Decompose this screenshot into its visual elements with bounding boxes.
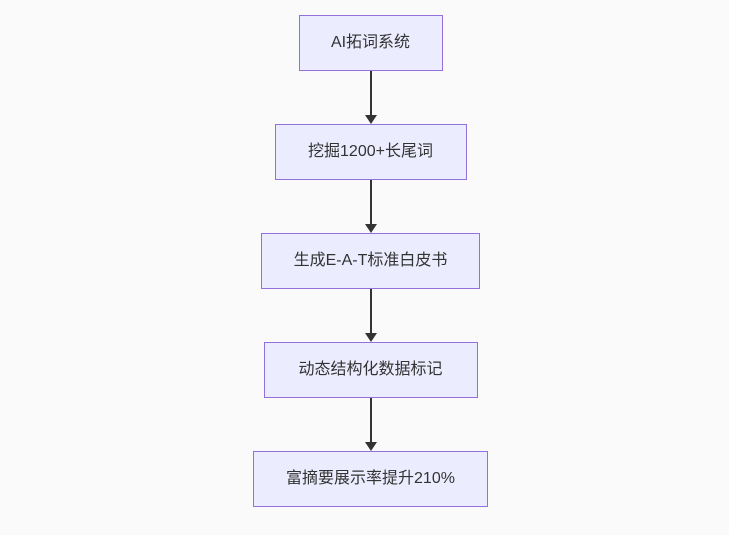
down-arrow-icon bbox=[364, 289, 378, 342]
arrow-line bbox=[369, 180, 372, 225]
down-arrow-icon bbox=[364, 180, 378, 233]
node-label: 动态结构化数据标记 bbox=[298, 361, 443, 378]
arrow-line bbox=[369, 289, 372, 334]
node-label: 挖掘1200+长尾词 bbox=[308, 143, 433, 160]
arrow-head-icon bbox=[364, 224, 377, 233]
flow-node-ai-expansion-system: AI拓词系统 bbox=[298, 15, 443, 71]
down-arrow-icon bbox=[364, 398, 378, 451]
arrow-line bbox=[369, 71, 372, 116]
node-label: 生成E-A-T标准白皮书 bbox=[293, 252, 448, 269]
down-arrow-icon bbox=[364, 71, 378, 124]
flow-node-structured-data-markup: 动态结构化数据标记 bbox=[263, 342, 478, 398]
arrow-head-icon bbox=[364, 115, 377, 124]
flow-node-longtail-keywords: 挖掘1200+长尾词 bbox=[274, 124, 467, 180]
arrow-head-icon bbox=[364, 442, 377, 451]
node-label: AI拓词系统 bbox=[330, 34, 411, 51]
flow-node-rich-snippet-rate: 富摘要展示率提升210% bbox=[253, 451, 488, 507]
flow-node-eat-whitepaper: 生成E-A-T标准白皮书 bbox=[261, 233, 480, 289]
arrow-line bbox=[369, 398, 372, 443]
node-label: 富摘要展示率提升210% bbox=[286, 470, 455, 487]
arrow-head-icon bbox=[364, 333, 377, 342]
flowchart-column: AI拓词系统 挖掘1200+长尾词 生成E-A-T标准白皮书 动态结构化数据标记 bbox=[6, 0, 729, 507]
